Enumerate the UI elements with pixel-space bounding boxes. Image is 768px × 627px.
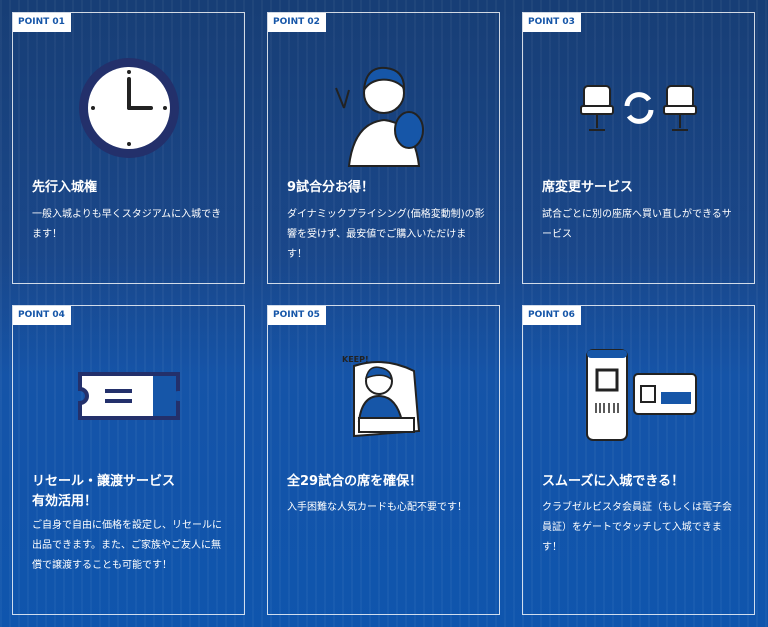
point-card-02: POINT 02 9試合分お得！ ダイナミックプライシング(価格変動制)の影響を…: [267, 12, 500, 284]
point-card-05: POINT 05 KEEP! 全29試合の席を確保！ 入手困難な人気カードも心配…: [267, 305, 500, 615]
point-description: 一般入城よりも早くスタジアムに入城できます！: [32, 209, 222, 240]
point-badge: POINT 06: [523, 306, 581, 325]
point-description: 入手困難な人気カードも心配不要です！: [287, 502, 467, 513]
point-title: 全29試合の席を確保！: [287, 474, 423, 489]
person-with-wallet-icon: [268, 43, 499, 173]
point-card-01: POINT 01 先行入城権 一般入城よりも早くスタジアムに入城できます！: [12, 12, 245, 284]
point-title: リセール・譲渡サービス有効活用！: [32, 472, 230, 512]
point-title: 先行入城権: [32, 180, 98, 195]
point-title-line2: 有効活用！: [32, 494, 98, 509]
clock-icon: [13, 43, 244, 173]
point-description: クラブゼルビスタ会員証（もしくは電子会員証）をゲートでタッチして入城できます！: [542, 502, 732, 553]
smartphone-membership-card-icon: [523, 341, 754, 451]
point-description: ダイナミックプライシング(価格変動制)の影響を受けず、最安値でご購入いただけます…: [287, 209, 485, 260]
point-description: 試合ごとに別の座席へ買い直しができるサービス: [542, 209, 732, 240]
point-card-06: POINT 06 スムーズに入城できる！ クラブゼルビスタ会員証（もしくは電子会…: [522, 305, 755, 615]
point-title-line1: リセール・譲渡サービス: [32, 474, 176, 489]
point-card-04: POINT 04 リセール・譲渡サービス有効活用！ ご自身で自由に価格を設定し、…: [12, 305, 245, 615]
point-badge: POINT 02: [268, 13, 326, 32]
point-title: 9試合分お得！: [287, 180, 375, 195]
ticket-icon: [13, 341, 244, 451]
person-in-seat-icon: KEEP!: [268, 341, 499, 451]
point-badge: POINT 01: [13, 13, 71, 32]
point-title: 席変更サービス: [542, 180, 634, 195]
point-badge: POINT 04: [13, 306, 71, 325]
point-title: スムーズに入城できる！: [542, 474, 685, 489]
point-badge: POINT 05: [268, 306, 326, 325]
keep-label: KEEP!: [342, 355, 369, 364]
point-badge: POINT 03: [523, 13, 581, 32]
point-card-03: POINT 03 席変更サービス 試合ごとに別の座席へ買い直しができるサービス: [522, 12, 755, 284]
point-description: ご自身で自由に価格を設定し、リセールに出品できます。また、ご家族やご友人に無償で…: [32, 520, 222, 571]
seat-swap-icon: [523, 43, 754, 173]
